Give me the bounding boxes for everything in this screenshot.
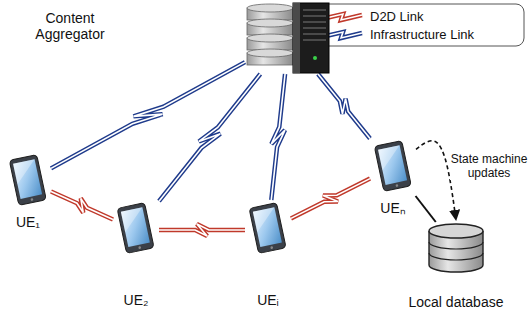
- d2d-link: [51, 191, 113, 219]
- server-icon: [245, 2, 333, 74]
- device-label: UEᵢ: [248, 292, 288, 308]
- d2d-link: [159, 224, 245, 236]
- infrastructure-link: [318, 74, 370, 138]
- ue-device: UE₂: [113, 200, 159, 260]
- ue-device: UEₙ: [370, 138, 416, 196]
- legend-sample-infrastructure: [326, 32, 362, 38]
- ue-device: UEᵢ: [245, 200, 291, 260]
- tablet-icon: [245, 200, 291, 260]
- tablet-icon: [5, 152, 51, 210]
- database-cylinder: Local database: [427, 222, 485, 274]
- d2d-link: [291, 179, 370, 219]
- tablet-icon: [370, 138, 416, 196]
- device-label: UEₙ: [373, 200, 413, 216]
- legend-text: D2D Link: [370, 9, 423, 24]
- ue-device: UE₁: [5, 152, 51, 210]
- tablet-icon: [113, 200, 159, 260]
- infrastructure-link: [271, 74, 285, 200]
- infrastructure-link: [51, 62, 245, 168]
- server-label: Content Aggregator: [20, 10, 120, 42]
- legend-sample-d2d: [326, 14, 362, 20]
- device-label: UE₁: [8, 214, 48, 230]
- infrastructure-link: [159, 74, 260, 201]
- device-label: UE₂: [116, 292, 156, 308]
- db-icon: [427, 222, 485, 274]
- database-label: Local database: [401, 294, 511, 310]
- server-node: Content Aggregator: [245, 2, 333, 74]
- database-wire: [416, 196, 436, 222]
- edge-label: State machine updates: [450, 152, 528, 180]
- legend-text: Infrastructure Link: [370, 27, 474, 42]
- legend-box: [318, 4, 524, 46]
